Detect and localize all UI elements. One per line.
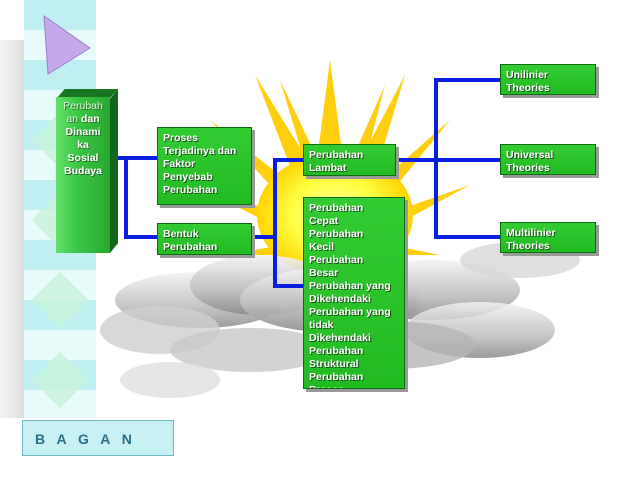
node-text-line: Multilinier (506, 227, 556, 239)
root-text-line: Dinami (65, 126, 101, 138)
node-text-line: Universal (506, 149, 554, 161)
root-pillar-side (110, 89, 118, 253)
node-text-line: Theories (506, 240, 550, 252)
node-text-line: Perubahan (309, 202, 364, 214)
bagan-label: B A G A N (22, 420, 174, 456)
node-text-line: Cepat (309, 215, 339, 227)
root-text-line: an dan (66, 113, 100, 125)
node-text-line: Perubahan (163, 184, 218, 196)
node-text-line: Perubahan yang (309, 280, 391, 292)
root-text-line: Budaya (64, 165, 102, 177)
node-text-line: Perubahan (309, 228, 364, 240)
root-pillar-top (56, 89, 118, 99)
node-text-line: Terjadinya dan (163, 145, 237, 157)
play-triangle-icon (43, 14, 91, 75)
node-text-line: Perubahan (163, 241, 218, 253)
node-text-line: Dikehendaki (309, 293, 371, 305)
node-text-line: Bentuk (163, 228, 199, 240)
node-text-line: Theories (506, 82, 550, 94)
node-text-line: tidak (309, 319, 334, 331)
root-text-line: ka (77, 139, 89, 151)
node-text-line: Dikehendaki (309, 332, 371, 344)
root-pillar (56, 97, 110, 253)
node-text-line: Besar (309, 267, 339, 279)
node-text-line: Theories (506, 162, 550, 174)
node-text-line: Perubahan yang (309, 306, 391, 318)
node-text-line: Unilinier (506, 69, 549, 81)
root-text-line: Perubah (63, 100, 103, 112)
connector-bentuk-branches (273, 158, 305, 288)
node-text-line: Kecil (309, 241, 335, 253)
node-text-line: Proses (309, 384, 399, 388)
connector-lambat-branches (434, 78, 502, 239)
node-text-line: Perubahan (309, 371, 364, 383)
node-text-line: Penyebab (163, 171, 213, 183)
node-text-line: Perubahan (309, 149, 364, 161)
node-text-line: Perubahan (309, 254, 364, 266)
connector-root-branches (124, 156, 159, 239)
root-text-line: Sosial (67, 152, 99, 164)
node-text-line: Faktor (163, 158, 196, 170)
node-text-line: Perubahan (309, 345, 364, 357)
node-text-line: Lambat (309, 162, 347, 174)
node-text-line: Proses (163, 132, 199, 144)
node-text-line: Struktural (309, 358, 359, 370)
